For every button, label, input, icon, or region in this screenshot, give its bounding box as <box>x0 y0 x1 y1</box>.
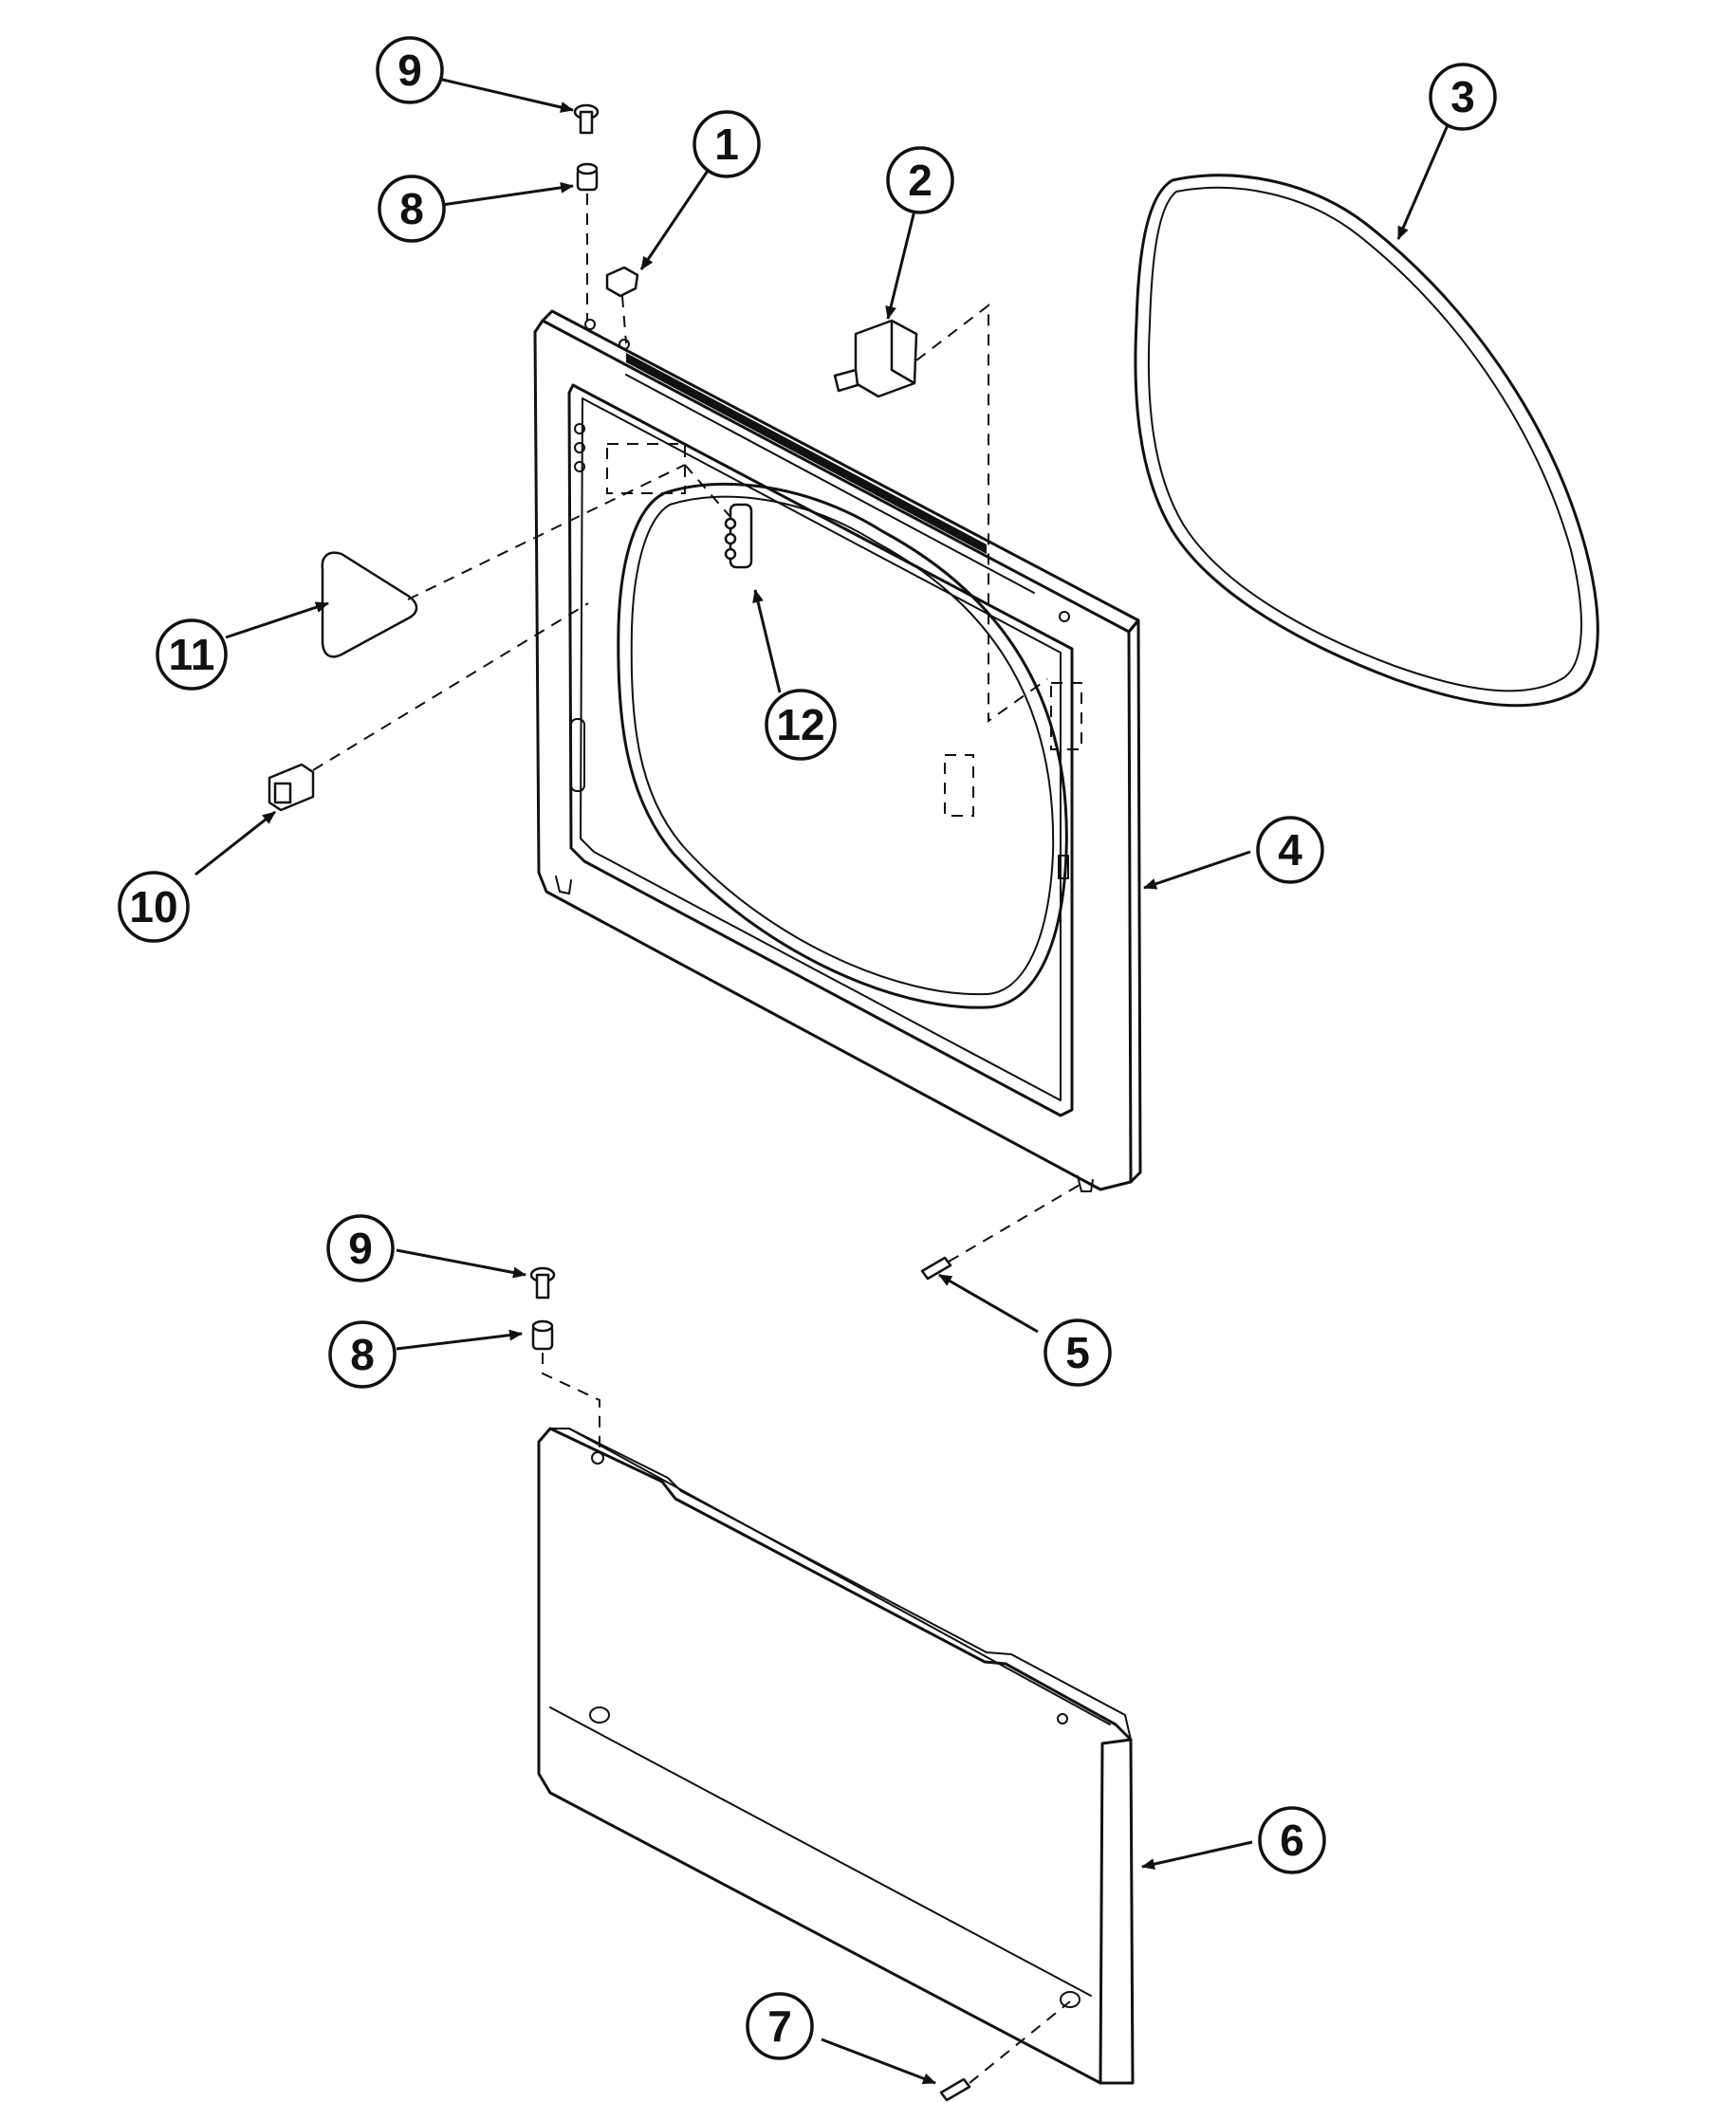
svg-text:3: 3 <box>1450 72 1475 121</box>
svg-text:1: 1 <box>714 120 739 169</box>
callout-10: 10 <box>118 871 190 943</box>
screw-upper <box>573 103 600 135</box>
callout-9-lower: 9 <box>326 1214 395 1282</box>
door-bracket <box>724 503 753 569</box>
svg-text:12: 12 <box>776 700 824 749</box>
svg-text:5: 5 <box>1065 1328 1090 1377</box>
door-seal <box>1134 174 1599 708</box>
callout-1: 1 <box>693 110 761 178</box>
callout-8-upper: 8 <box>378 175 446 243</box>
svg-text:10: 10 <box>129 882 177 931</box>
toe-panel <box>537 1427 1135 2085</box>
callout-4: 4 <box>1256 816 1324 884</box>
screw-lower <box>529 1266 556 1300</box>
svg-text:6: 6 <box>1280 1816 1304 1865</box>
svg-text:8: 8 <box>350 1330 375 1379</box>
callout-5: 5 <box>1043 1318 1112 1387</box>
door-switch <box>833 319 918 398</box>
screw-5 <box>920 1256 952 1281</box>
spacer-upper <box>576 162 599 192</box>
front-panel <box>533 309 1142 1192</box>
leader-lines <box>194 76 1450 2085</box>
callout-2: 2 <box>886 146 954 214</box>
callout-6: 6 <box>1258 1806 1326 1874</box>
assembly-lines <box>312 194 1082 2084</box>
callout-7: 7 <box>746 1992 814 2060</box>
svg-text:9: 9 <box>348 1224 373 1273</box>
clip <box>605 266 639 298</box>
svg-text:11: 11 <box>169 630 215 679</box>
spacer-lower <box>531 1319 554 1351</box>
svg-text:4: 4 <box>1278 825 1302 875</box>
triangle-label <box>321 551 418 658</box>
callout-11: 11 <box>156 618 228 691</box>
callout-9-upper: 9 <box>376 36 444 104</box>
svg-text:8: 8 <box>399 184 424 233</box>
svg-text:9: 9 <box>397 46 422 95</box>
callout-8-lower: 8 <box>328 1320 397 1389</box>
svg-text:2: 2 <box>908 156 933 205</box>
push-button <box>268 763 315 812</box>
svg-text:7: 7 <box>767 2001 792 2051</box>
screw-7 <box>939 2077 971 2102</box>
callout-12: 12 <box>765 689 837 761</box>
callout-3: 3 <box>1429 63 1497 131</box>
